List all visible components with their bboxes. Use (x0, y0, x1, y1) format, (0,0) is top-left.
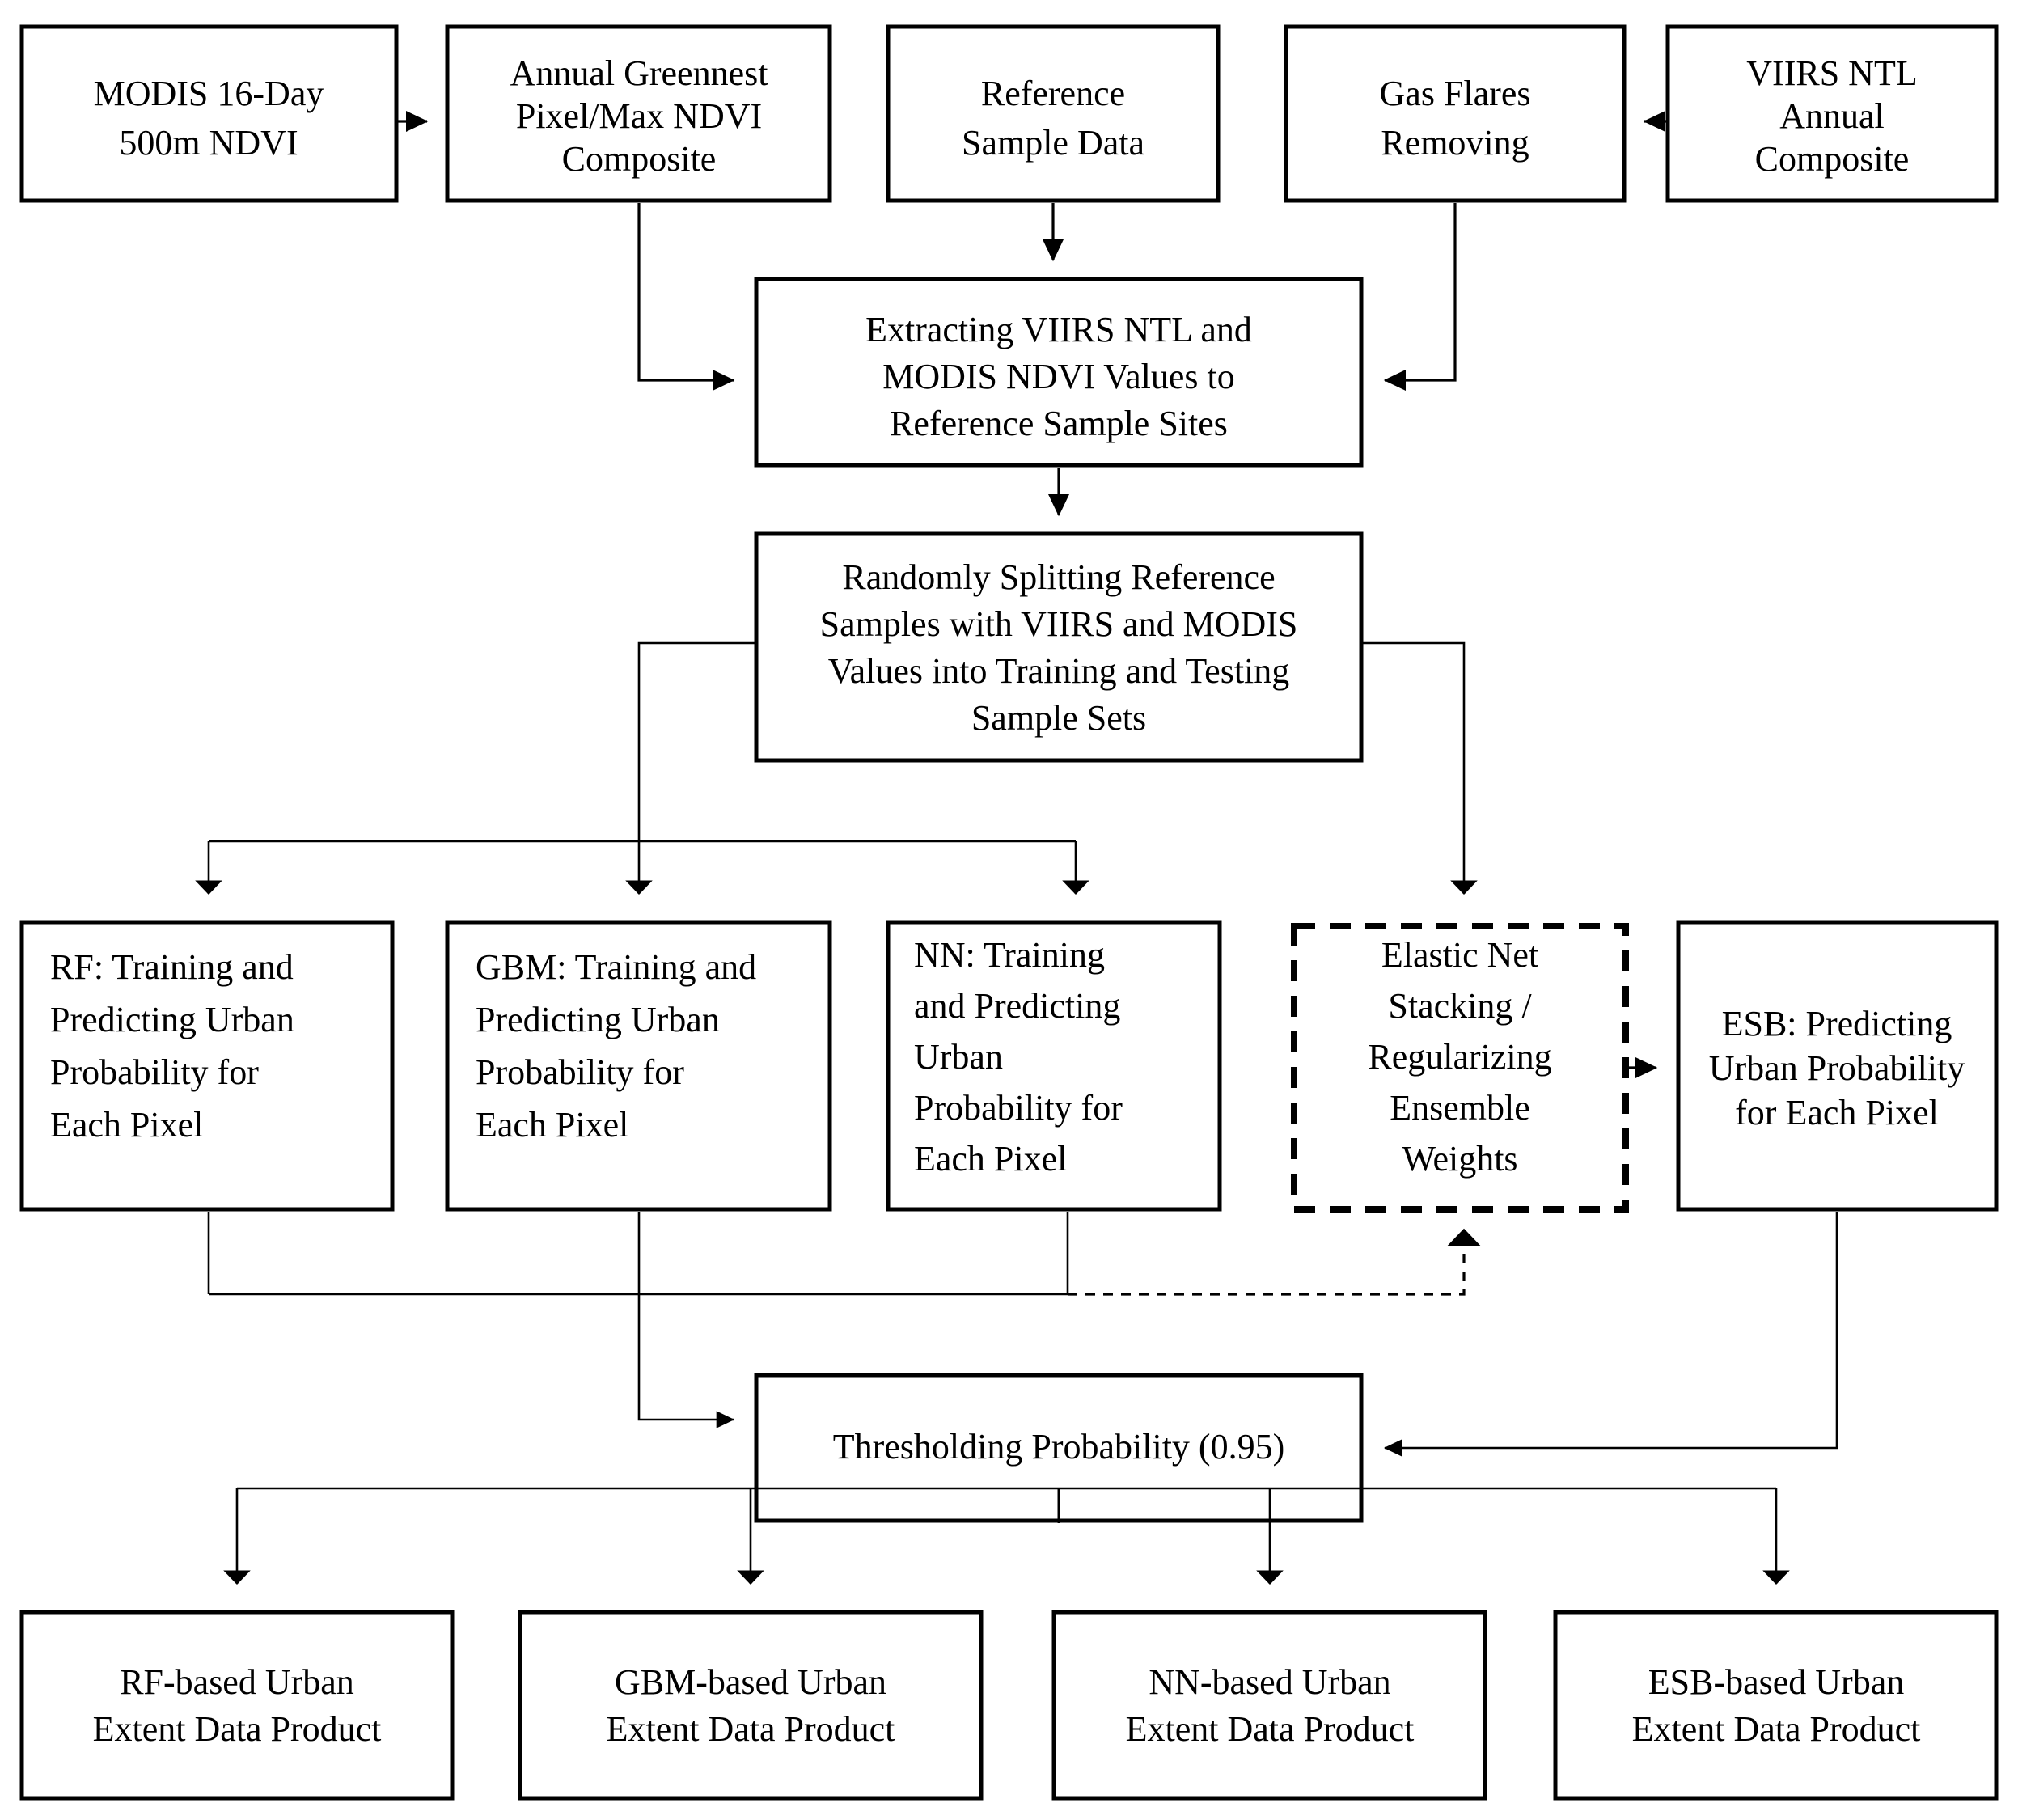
node-gbm-product-line-1: GBM-based Urban (615, 1662, 886, 1702)
node-modis-16day-ndvi-line-2: 500m NDVI (119, 123, 298, 163)
node-gas-flares-removing-line-2: Removing (1381, 123, 1529, 163)
node-elastic-net-stacking[interactable]: Elastic Net Stacking / Regularizing Ense… (1291, 923, 1629, 1213)
node-reference-sample-data-line-2: Sample Data (962, 123, 1144, 163)
node-gbm-product[interactable]: GBM-based Urban Extent Data Product (518, 1610, 984, 1801)
node-elastic-net-stacking-line-5: Weights (1402, 1139, 1517, 1179)
node-esb-product[interactable]: ESB-based Urban Extent Data Product (1553, 1610, 1999, 1801)
node-elastic-net-stacking-line-3: Regularizing (1368, 1037, 1551, 1077)
node-rf-model-line-2: Predicting Urban (50, 1000, 294, 1039)
node-randomly-splitting-line-3: Values into Training and Testing (828, 651, 1290, 691)
node-rf-model-line-4: Each Pixel (50, 1105, 203, 1145)
node-randomly-splitting[interactable]: Randomly Splitting Reference Samples wit… (754, 531, 1364, 763)
node-rf-product-line-1: RF-based Urban (120, 1662, 354, 1702)
node-rf-model-line-1: RF: Training and (50, 947, 294, 987)
node-esb-model-line-3: for Each Pixel (1735, 1093, 1939, 1132)
node-gbm-model-line-4: Each Pixel (476, 1105, 628, 1145)
node-randomly-splitting-line-4: Sample Sets (971, 698, 1146, 738)
node-esb-product-line-2: Extent Data Product (1632, 1709, 1921, 1749)
node-nn-model-line-1: NN: Training (914, 935, 1105, 975)
node-extracting-values-line-1: Extracting VIIRS NTL and (865, 310, 1252, 349)
node-esb-model-line-1: ESB: Predicting (1722, 1004, 1952, 1043)
node-gbm-model-line-1: GBM: Training and (476, 947, 756, 987)
node-rf-product-line-2: Extent Data Product (93, 1709, 382, 1749)
edge-esb-to-threshold (1383, 1212, 1838, 1457)
node-nn-product-line-2: Extent Data Product (1126, 1709, 1415, 1749)
node-thresholding-probability-label: Thresholding Probability (0.95) (833, 1427, 1285, 1467)
node-gas-flares-removing[interactable]: Gas Flares Removing (1284, 24, 1627, 203)
node-nn-model-line-4: Probability for (914, 1088, 1123, 1128)
node-reference-sample-data[interactable]: Reference Sample Data (886, 24, 1221, 203)
node-annual-greennest-composite-line-2: Pixel/Max NDVI (516, 96, 762, 136)
node-elastic-net-stacking-line-1: Elastic Net (1381, 935, 1538, 975)
node-viirs-ntl-annual-composite-line-1: VIIRS NTL (1746, 53, 1917, 93)
node-nn-product-line-1: NN-based Urban (1149, 1662, 1390, 1702)
node-extracting-values-line-3: Reference Sample Sites (890, 404, 1228, 443)
node-gbm-model-line-3: Probability for (476, 1052, 684, 1092)
node-elastic-net-stacking-line-2: Stacking / (1388, 986, 1532, 1026)
node-extracting-values[interactable]: Extracting VIIRS NTL and MODIS NDVI Valu… (754, 277, 1364, 468)
node-elastic-net-stacking-line-4: Ensemble (1390, 1088, 1530, 1128)
node-viirs-ntl-annual-composite-line-3: Composite (1755, 139, 1910, 179)
node-viirs-ntl-annual-composite[interactable]: VIIRS NTL Annual Composite (1665, 24, 1999, 203)
node-reference-sample-data-line-1: Reference (981, 74, 1125, 113)
node-gbm-model[interactable]: GBM: Training and Predicting Urban Proba… (445, 920, 832, 1212)
node-esb-model-line-2: Urban Probability (1709, 1048, 1965, 1088)
node-esb-model[interactable]: ESB: Predicting Urban Probability for Ea… (1676, 920, 1999, 1212)
node-rf-product[interactable]: RF-based Urban Extent Data Product (19, 1610, 455, 1801)
node-nn-model-line-3: Urban (914, 1037, 1003, 1077)
node-gas-flares-removing-line-1: Gas Flares (1380, 74, 1531, 113)
node-nn-product[interactable]: NN-based Urban Extent Data Product (1051, 1610, 1487, 1801)
node-annual-greennest-composite-line-3: Composite (562, 139, 717, 179)
node-randomly-splitting-line-1: Randomly Splitting Reference (842, 557, 1275, 597)
node-annual-greennest-composite[interactable]: Annual Greennest Pixel/Max NDVI Composit… (445, 24, 832, 203)
node-randomly-splitting-line-2: Samples with VIIRS and MODIS (820, 604, 1298, 644)
edge-annual-composite-to-extracting (637, 203, 735, 392)
edge-models-to-elastic-net-dashed (1068, 1228, 1481, 1296)
node-nn-model[interactable]: NN: Training and Predicting Urban Probab… (886, 920, 1222, 1212)
node-annual-greennest-composite-line-1: Annual Greennest (510, 53, 768, 93)
edge-splitting-to-elastic-net (1361, 641, 1478, 895)
node-gbm-model-line-2: Predicting Urban (476, 1000, 720, 1039)
node-esb-product-line-1: ESB-based Urban (1648, 1662, 1905, 1702)
node-modis-16day-ndvi-line-1: MODIS 16-Day (94, 74, 324, 113)
edge-splitting-left-stem (637, 641, 756, 841)
node-rf-model-line-3: Probability for (50, 1052, 259, 1092)
node-rf-model[interactable]: RF: Training and Predicting Urban Probab… (19, 920, 395, 1212)
node-viirs-ntl-annual-composite-line-2: Annual (1779, 96, 1885, 136)
node-nn-model-line-5: Each Pixel (914, 1139, 1067, 1179)
node-modis-16day-ndvi[interactable]: MODIS 16-Day 500m NDVI (19, 24, 399, 203)
node-gbm-product-line-2: Extent Data Product (607, 1709, 895, 1749)
edge-gbm-to-threshold (637, 1212, 735, 1428)
node-extracting-values-line-2: MODIS NDVI Values to (882, 357, 1235, 396)
node-nn-model-line-2: and Predicting (914, 986, 1120, 1026)
edge-gas-flares-to-extracting (1383, 203, 1457, 392)
